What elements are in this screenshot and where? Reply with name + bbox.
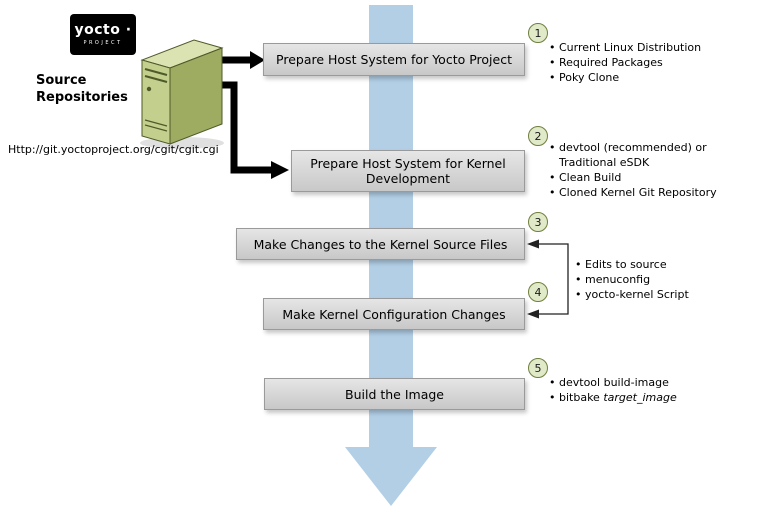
bullet-item: menuconfig (574, 272, 739, 287)
step-number-badge-5: 5 (528, 358, 548, 378)
bullet-item: Poky Clone (548, 70, 753, 85)
bullet-item: Cloned Kernel Git Repository (548, 185, 720, 200)
step5-bullet-list: devtool build-image bitbake target_image (548, 375, 753, 405)
step-number-badge-4: 4 (528, 282, 548, 302)
step-box-make-source-changes: Make Changes to the Kernel Source Files (236, 228, 525, 260)
step2-bullet-list: devtool (recommended) or Traditional eSD… (548, 140, 720, 200)
yocto-logo: yocto · PROJECT (70, 14, 136, 55)
step-box-prepare-host-yocto: Prepare Host System for Yocto Project (263, 43, 525, 76)
steps-3-4-shared-bullet-list: Edits to source menuconfig yocto-kernel … (574, 257, 739, 302)
server-icon (140, 39, 224, 149)
step1-bullet-list: Current Linux Distribution Required Pack… (548, 40, 753, 85)
bullet-item: Current Linux Distribution (548, 40, 753, 55)
step-number-badge-2: 2 (528, 126, 548, 146)
bracket-steps-3-4 (527, 239, 569, 319)
bullet-item: Edits to source (574, 257, 739, 272)
source-repositories-url: Http://git.yoctoproject.org/cgit/cgit.cg… (8, 143, 219, 156)
source-repositories-label: Source Repositories (36, 73, 128, 105)
bullet-text: devtool build-image (559, 376, 669, 389)
step-box-build-image: Build the Image (264, 378, 525, 410)
arrow-to-step2-icon (220, 81, 289, 179)
step-number-badge-3: 3 (528, 212, 548, 232)
bullet-item: devtool (recommended) or Traditional eSD… (548, 140, 720, 170)
bullet-text: bitbake (559, 391, 604, 404)
yocto-logo-text: yocto · (74, 22, 132, 38)
bullet-italic-text: target_image (603, 391, 677, 404)
step-box-kernel-config-changes: Make Kernel Configuration Changes (263, 298, 525, 330)
bullet-item: devtool build-image (548, 375, 753, 390)
bullet-item: bitbake target_image (548, 390, 753, 405)
arrow-to-step1-icon (219, 51, 265, 69)
arrowhead-into-step4-icon (527, 309, 539, 319)
yocto-logo-subtext: PROJECT (83, 40, 123, 46)
bullet-item: Clean Build (548, 170, 720, 185)
step-number-badge-1: 1 (528, 23, 548, 43)
bullet-item: Required Packages (548, 55, 753, 70)
step-box-prepare-host-kernel: Prepare Host System for Kernel Developme… (291, 150, 525, 192)
arrowhead-into-step3-icon (527, 239, 539, 249)
bullet-item: yocto-kernel Script (574, 287, 739, 302)
